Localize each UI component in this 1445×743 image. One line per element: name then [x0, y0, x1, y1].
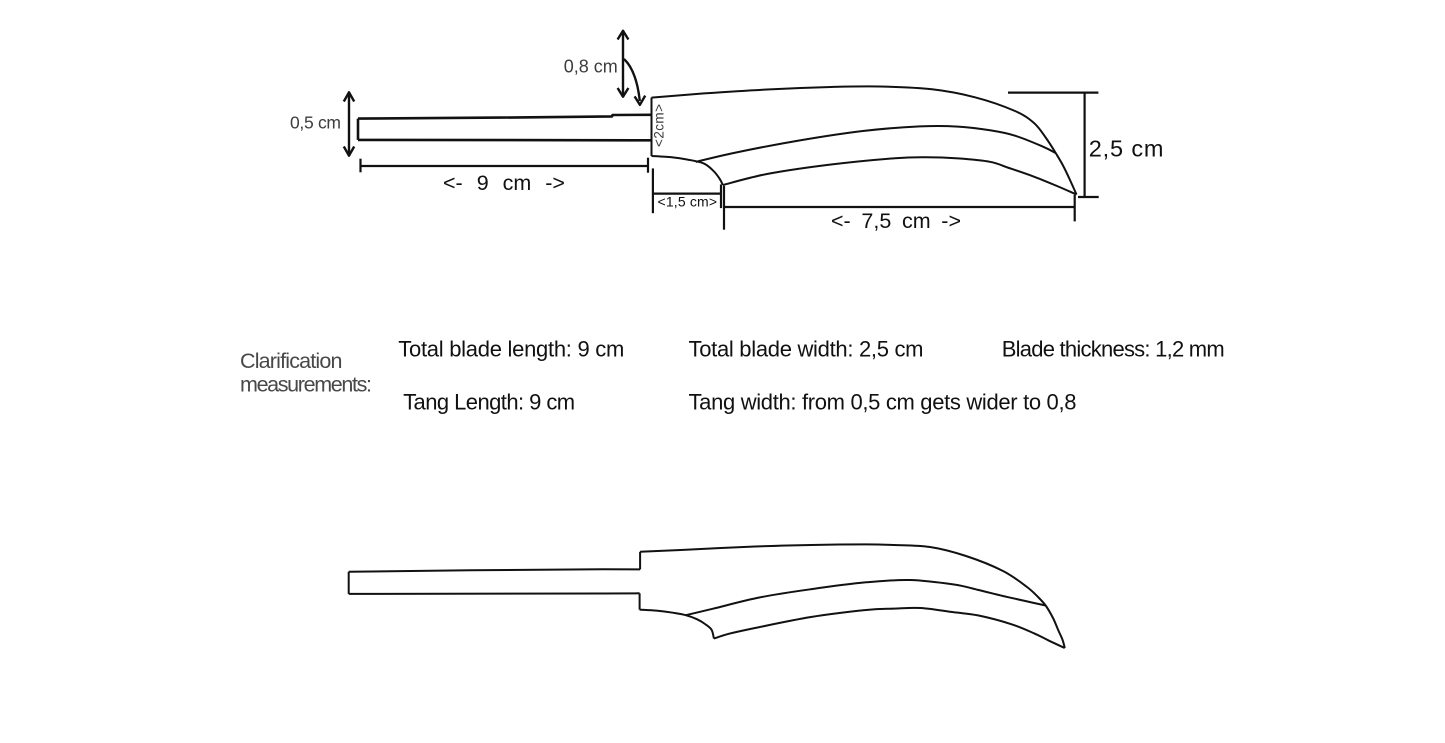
svg-text:measurements:: measurements:: [240, 373, 372, 397]
svg-text:Total blade width: 2,5 cm: Total blade width: 2,5 cm: [689, 337, 924, 362]
svg-text:<- 7,5 cm ->: <- 7,5 cm ->: [831, 209, 961, 233]
svg-text:0,5 cm: 0,5 cm: [290, 113, 341, 133]
svg-text:<1,5 cm>: <1,5 cm>: [658, 194, 718, 210]
svg-text:Clarification: Clarification: [240, 349, 343, 373]
svg-text:Blade thickness: 1,2 mm: Blade thickness: 1,2 mm: [1002, 337, 1225, 362]
svg-text:<2cm>: <2cm>: [652, 104, 667, 147]
svg-text:Tang width: from 0,5 cm gets w: Tang width: from 0,5 cm gets wider to 0,…: [689, 390, 1077, 415]
svg-text:2,5 cm: 2,5 cm: [1089, 136, 1164, 162]
svg-text:0,8 cm: 0,8 cm: [564, 56, 618, 76]
svg-text:<- 9 cm ->: <- 9 cm ->: [443, 171, 565, 195]
svg-text:Tang Length: 9 cm: Tang Length: 9 cm: [403, 390, 575, 415]
svg-text:Total blade length: 9 cm: Total blade length: 9 cm: [398, 337, 624, 362]
